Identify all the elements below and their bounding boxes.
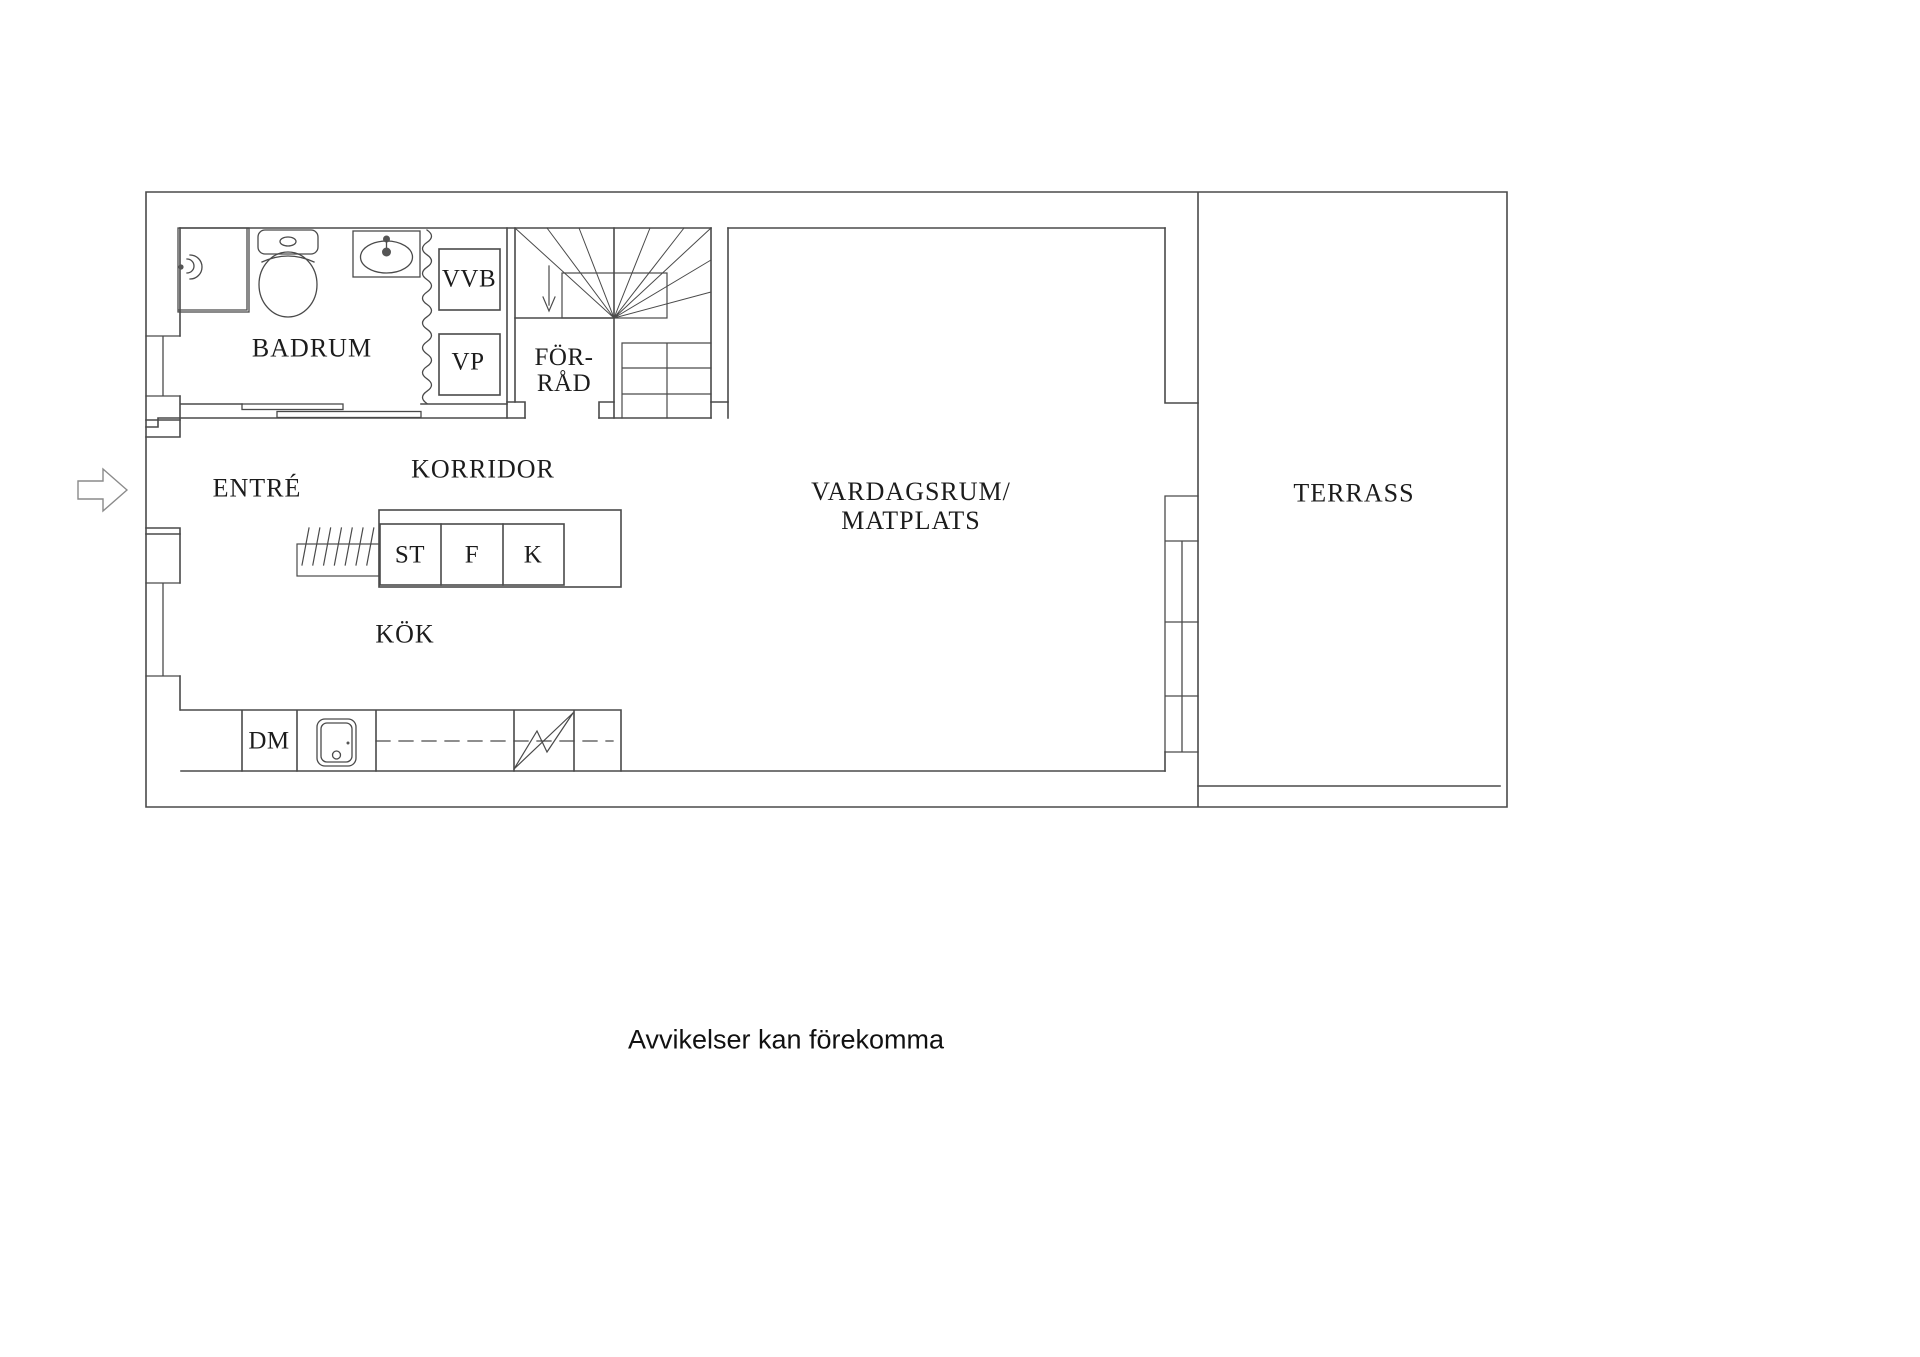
label-kok: KÖK [375,619,435,649]
label-forrad-line2: RÅD [536,370,592,397]
disclaimer-text: Avvikelser kan förekomma [627,1024,945,1055]
toilet-icon [257,229,319,318]
label-forrad-line1: FÖR- [534,344,594,371]
label-forrad: FÖR- RÅD [535,345,594,397]
label-dm: DM [248,727,290,755]
kitchen-window-icon [145,582,181,677]
kitchen-counter [180,709,622,772]
bathroom-window-icon [145,335,181,397]
label-terrass: TERRASS [1293,478,1415,508]
entry-door-jambs [145,419,181,535]
label-vp: VP [451,348,485,376]
kitchen-sink-icon [316,718,357,767]
corridor-wall [145,401,729,428]
label-f: F [464,541,480,569]
shower-icon [177,227,250,313]
label-st: ST [394,541,426,569]
vp-box [438,333,501,396]
label-entre: ENTRÉ [212,473,302,503]
label-vardagsrum-line1: VARDAGSRUM/ [811,477,1011,506]
left-wall [145,227,181,711]
vvb-box [438,248,501,311]
bathroom-sink-icon [352,230,421,278]
outer-walls [145,191,1508,808]
label-korridor: KORRIDOR [411,454,555,484]
coat-rack-hangers-icon [296,527,380,577]
wavy-radiator-wall-icon [421,229,433,405]
label-vvb: VVB [441,265,497,293]
label-vardagsrum: VARDAGSRUM/ MATPLATS [811,477,1011,535]
stove-zigzag-icon [513,712,574,770]
entrance-arrow-icon [77,467,129,513]
label-vardagsrum-line2: MATPLATS [841,506,981,535]
sliding-door-icon [241,403,422,419]
livingroom-window-icon [1164,495,1199,753]
label-badrum: BADRUM [251,333,373,363]
label-k: K [523,541,543,569]
stairs [506,227,729,419]
right-wall [1164,227,1199,772]
stairs-down-arrow-icon [542,265,556,313]
